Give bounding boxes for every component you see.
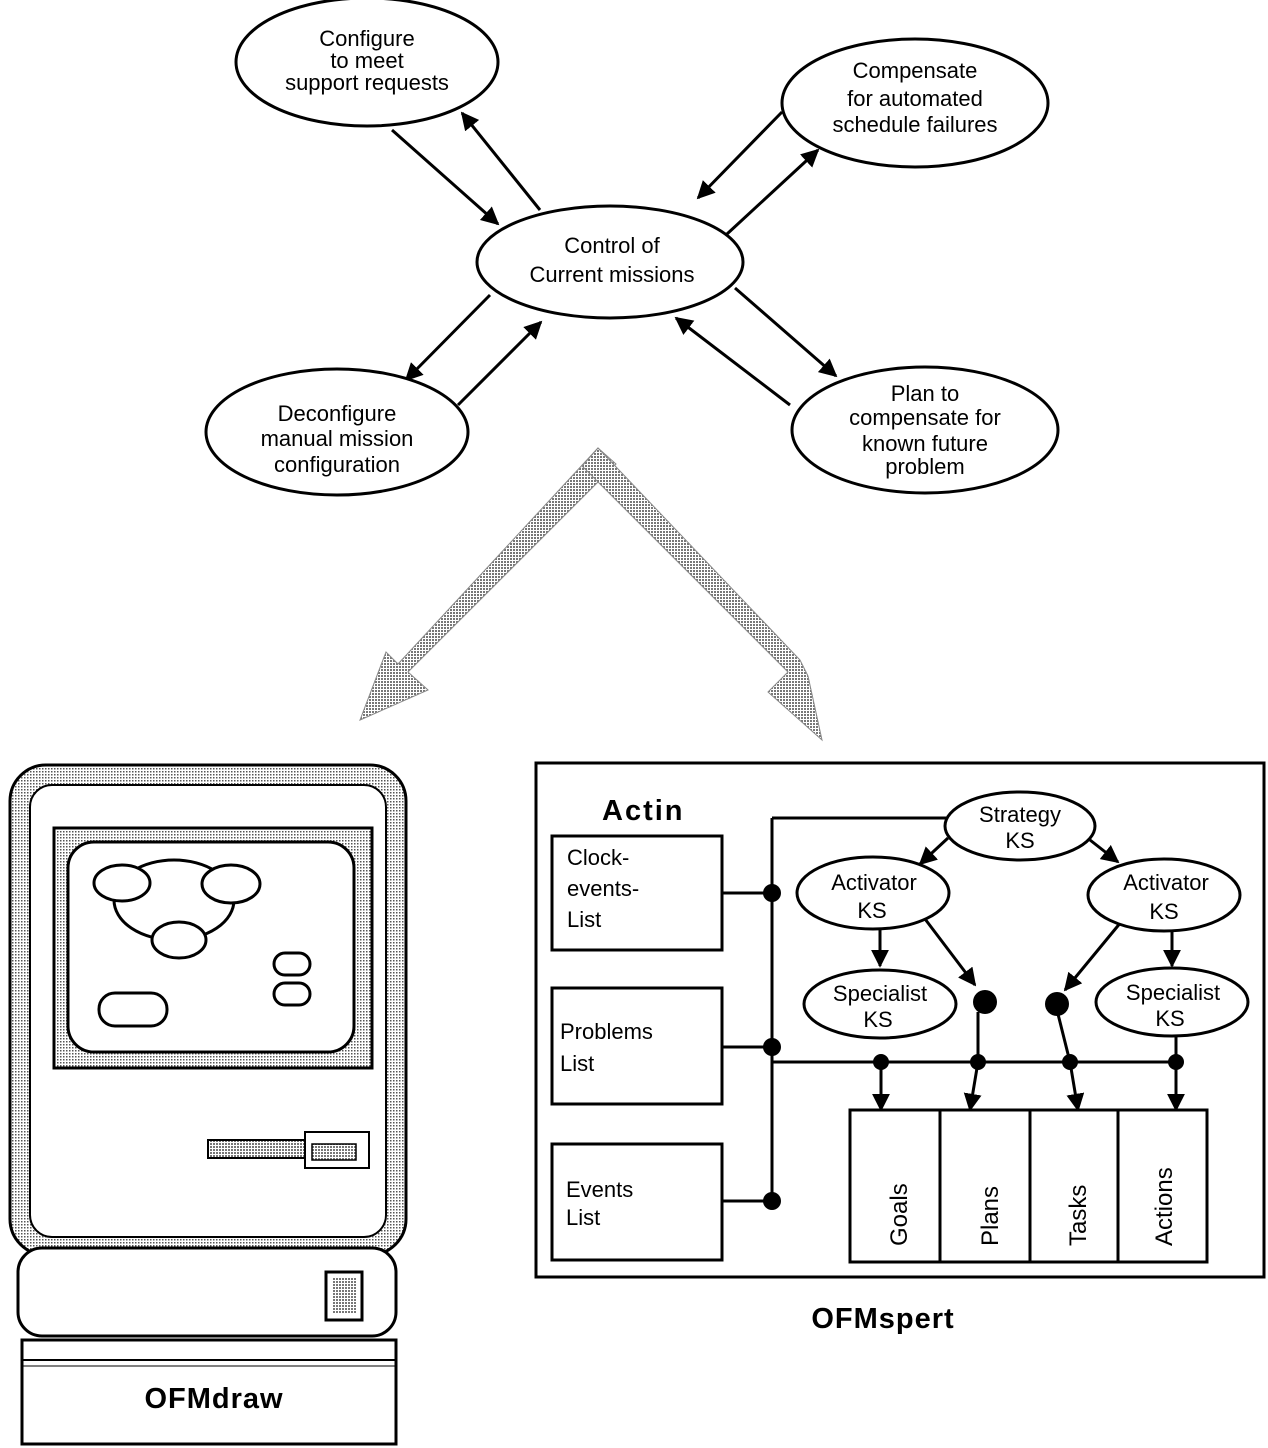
ks-dots (973, 990, 1069, 1016)
computer-base (16, 1246, 398, 1338)
split-arrow-right (581, 447, 823, 742)
specialist-right-line2: KS (1155, 1006, 1184, 1031)
specialist-left-line2: KS (863, 1007, 892, 1032)
node-configure-line1: Configure (319, 26, 414, 51)
arrow-control-to-plan (734, 286, 838, 378)
specialist-left-line1: Specialist (833, 981, 927, 1006)
ks-arrows (871, 836, 1185, 1112)
ofmdraw-label: OFMdraw (144, 1383, 283, 1415)
node-control-line1: Control of (564, 233, 660, 258)
node-compensate-line3: schedule failures (832, 112, 997, 137)
strategy-line2: KS (1005, 828, 1034, 853)
node-deconfigure: Deconfigure manual mission configuration (204, 367, 470, 497)
node-deconfigure-line3: configuration (274, 452, 400, 477)
activator-ks-left: Activator KS (795, 855, 951, 931)
column-tasks: Tasks (1065, 1185, 1092, 1246)
ofmspert-panel: Actin Clock- events- List Problems List … (534, 761, 1266, 1335)
arrow-configure-to-control (391, 128, 500, 226)
node-deconfigure-line1: Deconfigure (278, 401, 397, 426)
node-plan: Plan to compensate for known future prob… (790, 365, 1060, 495)
node-configure: Configure to meet support requests (234, 0, 500, 128)
actin-title: Actin (602, 795, 685, 827)
node-plan-line2: compensate for (849, 405, 1001, 430)
split-arrow (359, 447, 823, 742)
arrow-plan-to-control (674, 316, 791, 407)
arrow-control-to-configure (460, 111, 542, 211)
events-line2: List (566, 1205, 600, 1230)
node-plan-line3: known future (862, 431, 988, 456)
ofmdraw-computer: OFMdraw (8, 763, 408, 1446)
node-deconfigure-line2: manual mission (261, 426, 414, 451)
specialist-ks-right: Specialist KS (1094, 966, 1250, 1038)
clock-line1: Clock- (567, 845, 629, 870)
node-control-line2: Current missions (529, 262, 694, 287)
node-plan-line1: Plan to (891, 381, 960, 406)
activator-right-line2: KS (1149, 899, 1178, 924)
list-problems: Problems List (550, 986, 724, 1106)
column-goals: Goals (886, 1183, 913, 1246)
strategy-line1: Strategy (979, 802, 1061, 827)
arrow-control-to-compensate (725, 148, 820, 236)
list-clock-events: Clock- events- List (550, 834, 724, 952)
floppy-slot (207, 1131, 370, 1169)
problems-line1: Problems (560, 1019, 653, 1044)
node-control: Control of Current missions (475, 204, 745, 320)
screen-mini-diagram (92, 858, 312, 1028)
ofm-network: Configure to meet support requests Compe… (204, 0, 1060, 497)
network-arrows (391, 110, 838, 407)
column-plans: Plans (977, 1186, 1004, 1246)
strategy-ks: Strategy KS (943, 790, 1097, 862)
specialist-ks-left: Specialist KS (802, 968, 958, 1040)
column-actions: Actions (1151, 1167, 1178, 1246)
specialist-right-line1: Specialist (1126, 980, 1220, 1005)
ofmspert-label: OFMspert (811, 1303, 954, 1335)
activator-left-line1: Activator (831, 870, 917, 895)
node-configure-line2: to meet (330, 48, 403, 73)
arrow-deconfigure-to-control (456, 320, 543, 407)
activator-ks-right: Activator KS (1086, 857, 1242, 933)
blackboard-columns: Goals Plans Tasks Actions (848, 1108, 1209, 1264)
node-compensate-line1: Compensate (853, 58, 978, 83)
problems-line2: List (560, 1051, 594, 1076)
clock-line3: List (567, 907, 601, 932)
clock-line2: events- (567, 876, 639, 901)
node-compensate-line2: for automated (847, 86, 983, 111)
events-line1: Events (566, 1177, 633, 1202)
arrow-compensate-to-control (696, 110, 784, 200)
node-configure-line3: support requests (285, 70, 449, 95)
node-compensate: Compensate for automated schedule failur… (780, 37, 1050, 169)
list-events: Events List (550, 1142, 724, 1262)
arrow-control-to-deconfigure (404, 293, 492, 382)
keyboard-plate (20, 1338, 398, 1446)
activator-left-line2: KS (857, 898, 886, 923)
split-arrow-left (359, 447, 617, 721)
activator-right-line1: Activator (1123, 870, 1209, 895)
node-plan-line4: problem (885, 454, 964, 479)
